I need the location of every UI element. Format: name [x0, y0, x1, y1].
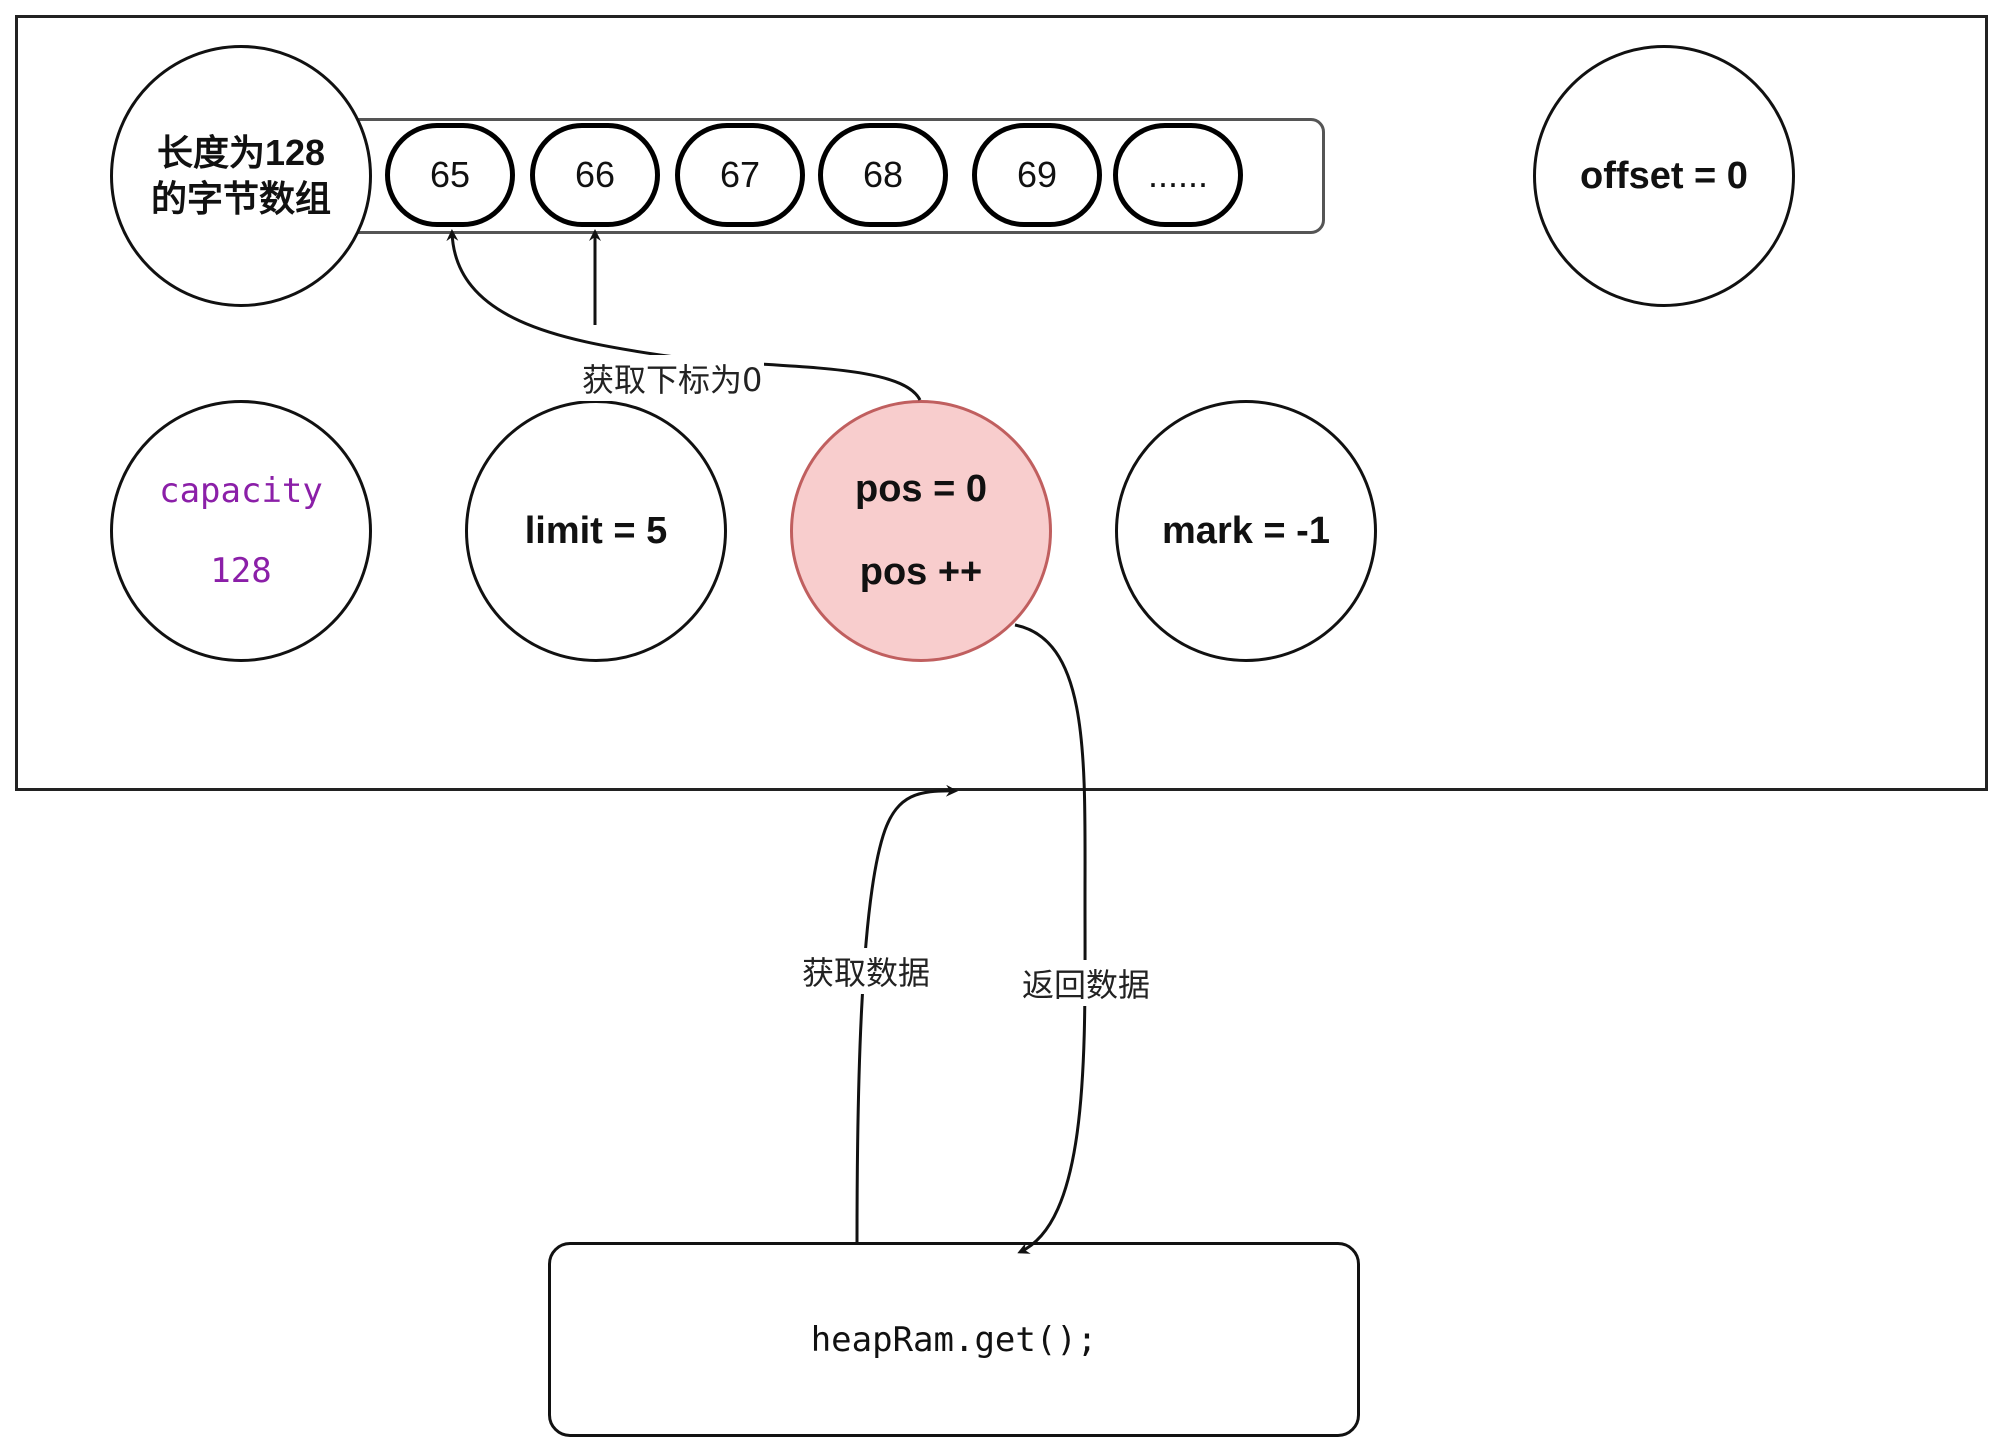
- pos-increment-text: pos ++: [859, 551, 983, 593]
- capacity-value: 128: [210, 551, 272, 591]
- return-data-label: 返回数据: [1020, 960, 1153, 1006]
- byte-array-title-node: 长度为128 的字节数组: [110, 45, 372, 307]
- pos-text: pos = 0: [855, 468, 987, 510]
- heap-get-call-code: heapRam.get();: [810, 1319, 1098, 1360]
- array-cell: 68: [818, 123, 948, 227]
- array-cell: 66: [530, 123, 660, 227]
- get-index-label: 获取下标为0: [580, 355, 765, 401]
- pos-node: pos = 0 pos ++: [790, 400, 1052, 662]
- mark-text: mark = -1: [1162, 509, 1330, 552]
- mark-node: mark = -1: [1115, 400, 1377, 662]
- return-data-arrow: [1014, 623, 1087, 1254]
- capacity-node: capacity 128: [110, 400, 372, 662]
- limit-node: limit = 5: [465, 400, 727, 662]
- capacity-label: capacity: [159, 471, 323, 511]
- array-cell: ......: [1113, 123, 1243, 227]
- array-cell: 69: [972, 123, 1102, 227]
- fetch-data-arrow: [855, 784, 958, 1243]
- byte-array-title-line1: 长度为128: [156, 132, 326, 173]
- array-cell: 67: [675, 123, 805, 227]
- byte-array-title-line2: 的字节数组: [150, 178, 331, 219]
- limit-text: limit = 5: [524, 509, 668, 552]
- offset-node: offset = 0: [1533, 45, 1795, 307]
- offset-text: offset = 0: [1580, 154, 1748, 197]
- get-index-arrow: [446, 229, 922, 401]
- array-cell: 65: [385, 123, 515, 227]
- fetch-data-label: 获取数据: [800, 948, 933, 994]
